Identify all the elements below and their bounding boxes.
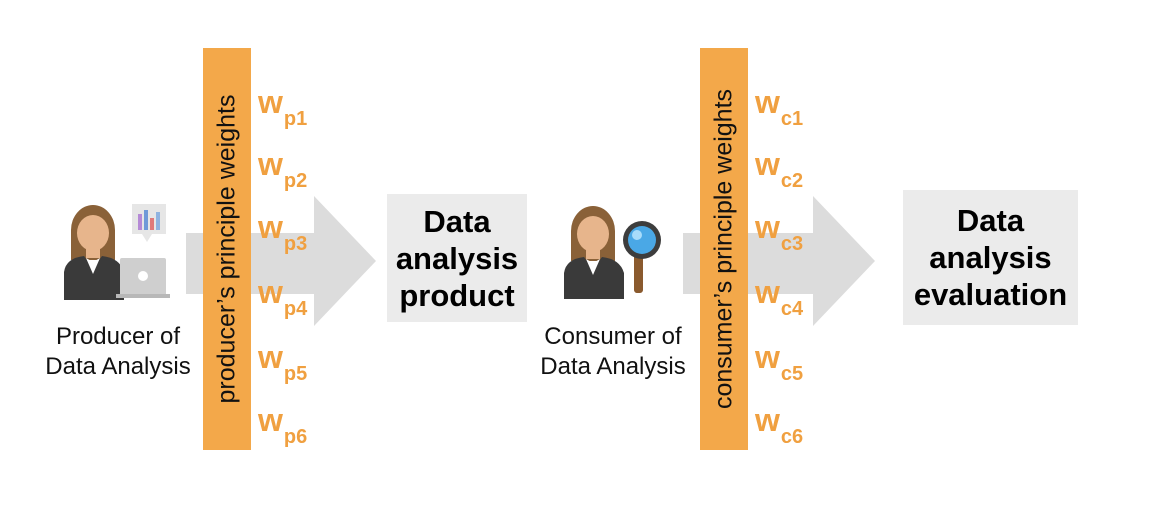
weight-p4: wp4 bbox=[258, 274, 308, 320]
weight-p2: wp2 bbox=[258, 146, 308, 192]
weight-c5: wc5 bbox=[755, 339, 804, 385]
weight-p6: wp6 bbox=[258, 402, 308, 448]
weight-p5: wp5 bbox=[258, 339, 308, 385]
weight-c3: wc3 bbox=[755, 209, 804, 255]
consumer-person-magnifier-icon bbox=[564, 206, 661, 299]
weight-c1: wc1 bbox=[755, 84, 804, 130]
producer-weights-bar-label: producer’s principle weights bbox=[212, 94, 241, 404]
consumer-caption-line2: Data Analysis bbox=[540, 353, 686, 380]
data-analysis-evaluation-box: Data analysis evaluation bbox=[903, 190, 1078, 325]
producer-person-icon bbox=[64, 204, 170, 300]
consumer-weights-bar-label: consumer’s principle weights bbox=[709, 88, 738, 410]
producer-weights-bar: producer’s principle weights bbox=[203, 48, 251, 450]
product-box-line3: product bbox=[399, 277, 515, 313]
weight-c4: wc4 bbox=[755, 274, 804, 320]
product-box-line1: Data bbox=[423, 203, 491, 239]
evaluation-box-line2: analysis bbox=[929, 240, 1052, 275]
consumer-caption: Consumer of Data Analysis bbox=[523, 322, 703, 382]
evaluation-box-line1: Data bbox=[956, 203, 1025, 238]
weight-c6: wc6 bbox=[755, 402, 804, 448]
data-analysis-product-box: Data analysis product bbox=[387, 194, 527, 322]
evaluation-box-line3: evaluation bbox=[913, 277, 1068, 312]
producer-caption-line1: Producer of bbox=[55, 323, 181, 350]
weight-p1: wp1 bbox=[258, 84, 308, 130]
weight-p3: wp3 bbox=[258, 209, 308, 255]
weight-c2: wc2 bbox=[755, 146, 804, 192]
producer-caption: Producer of Data Analysis bbox=[28, 322, 208, 382]
consumer-caption-line1: Consumer of bbox=[544, 323, 682, 350]
producer-caption-line2: Data Analysis bbox=[45, 353, 191, 380]
product-box-line2: analysis bbox=[395, 240, 519, 276]
consumer-weights-bar: consumer’s principle weights bbox=[700, 48, 748, 450]
